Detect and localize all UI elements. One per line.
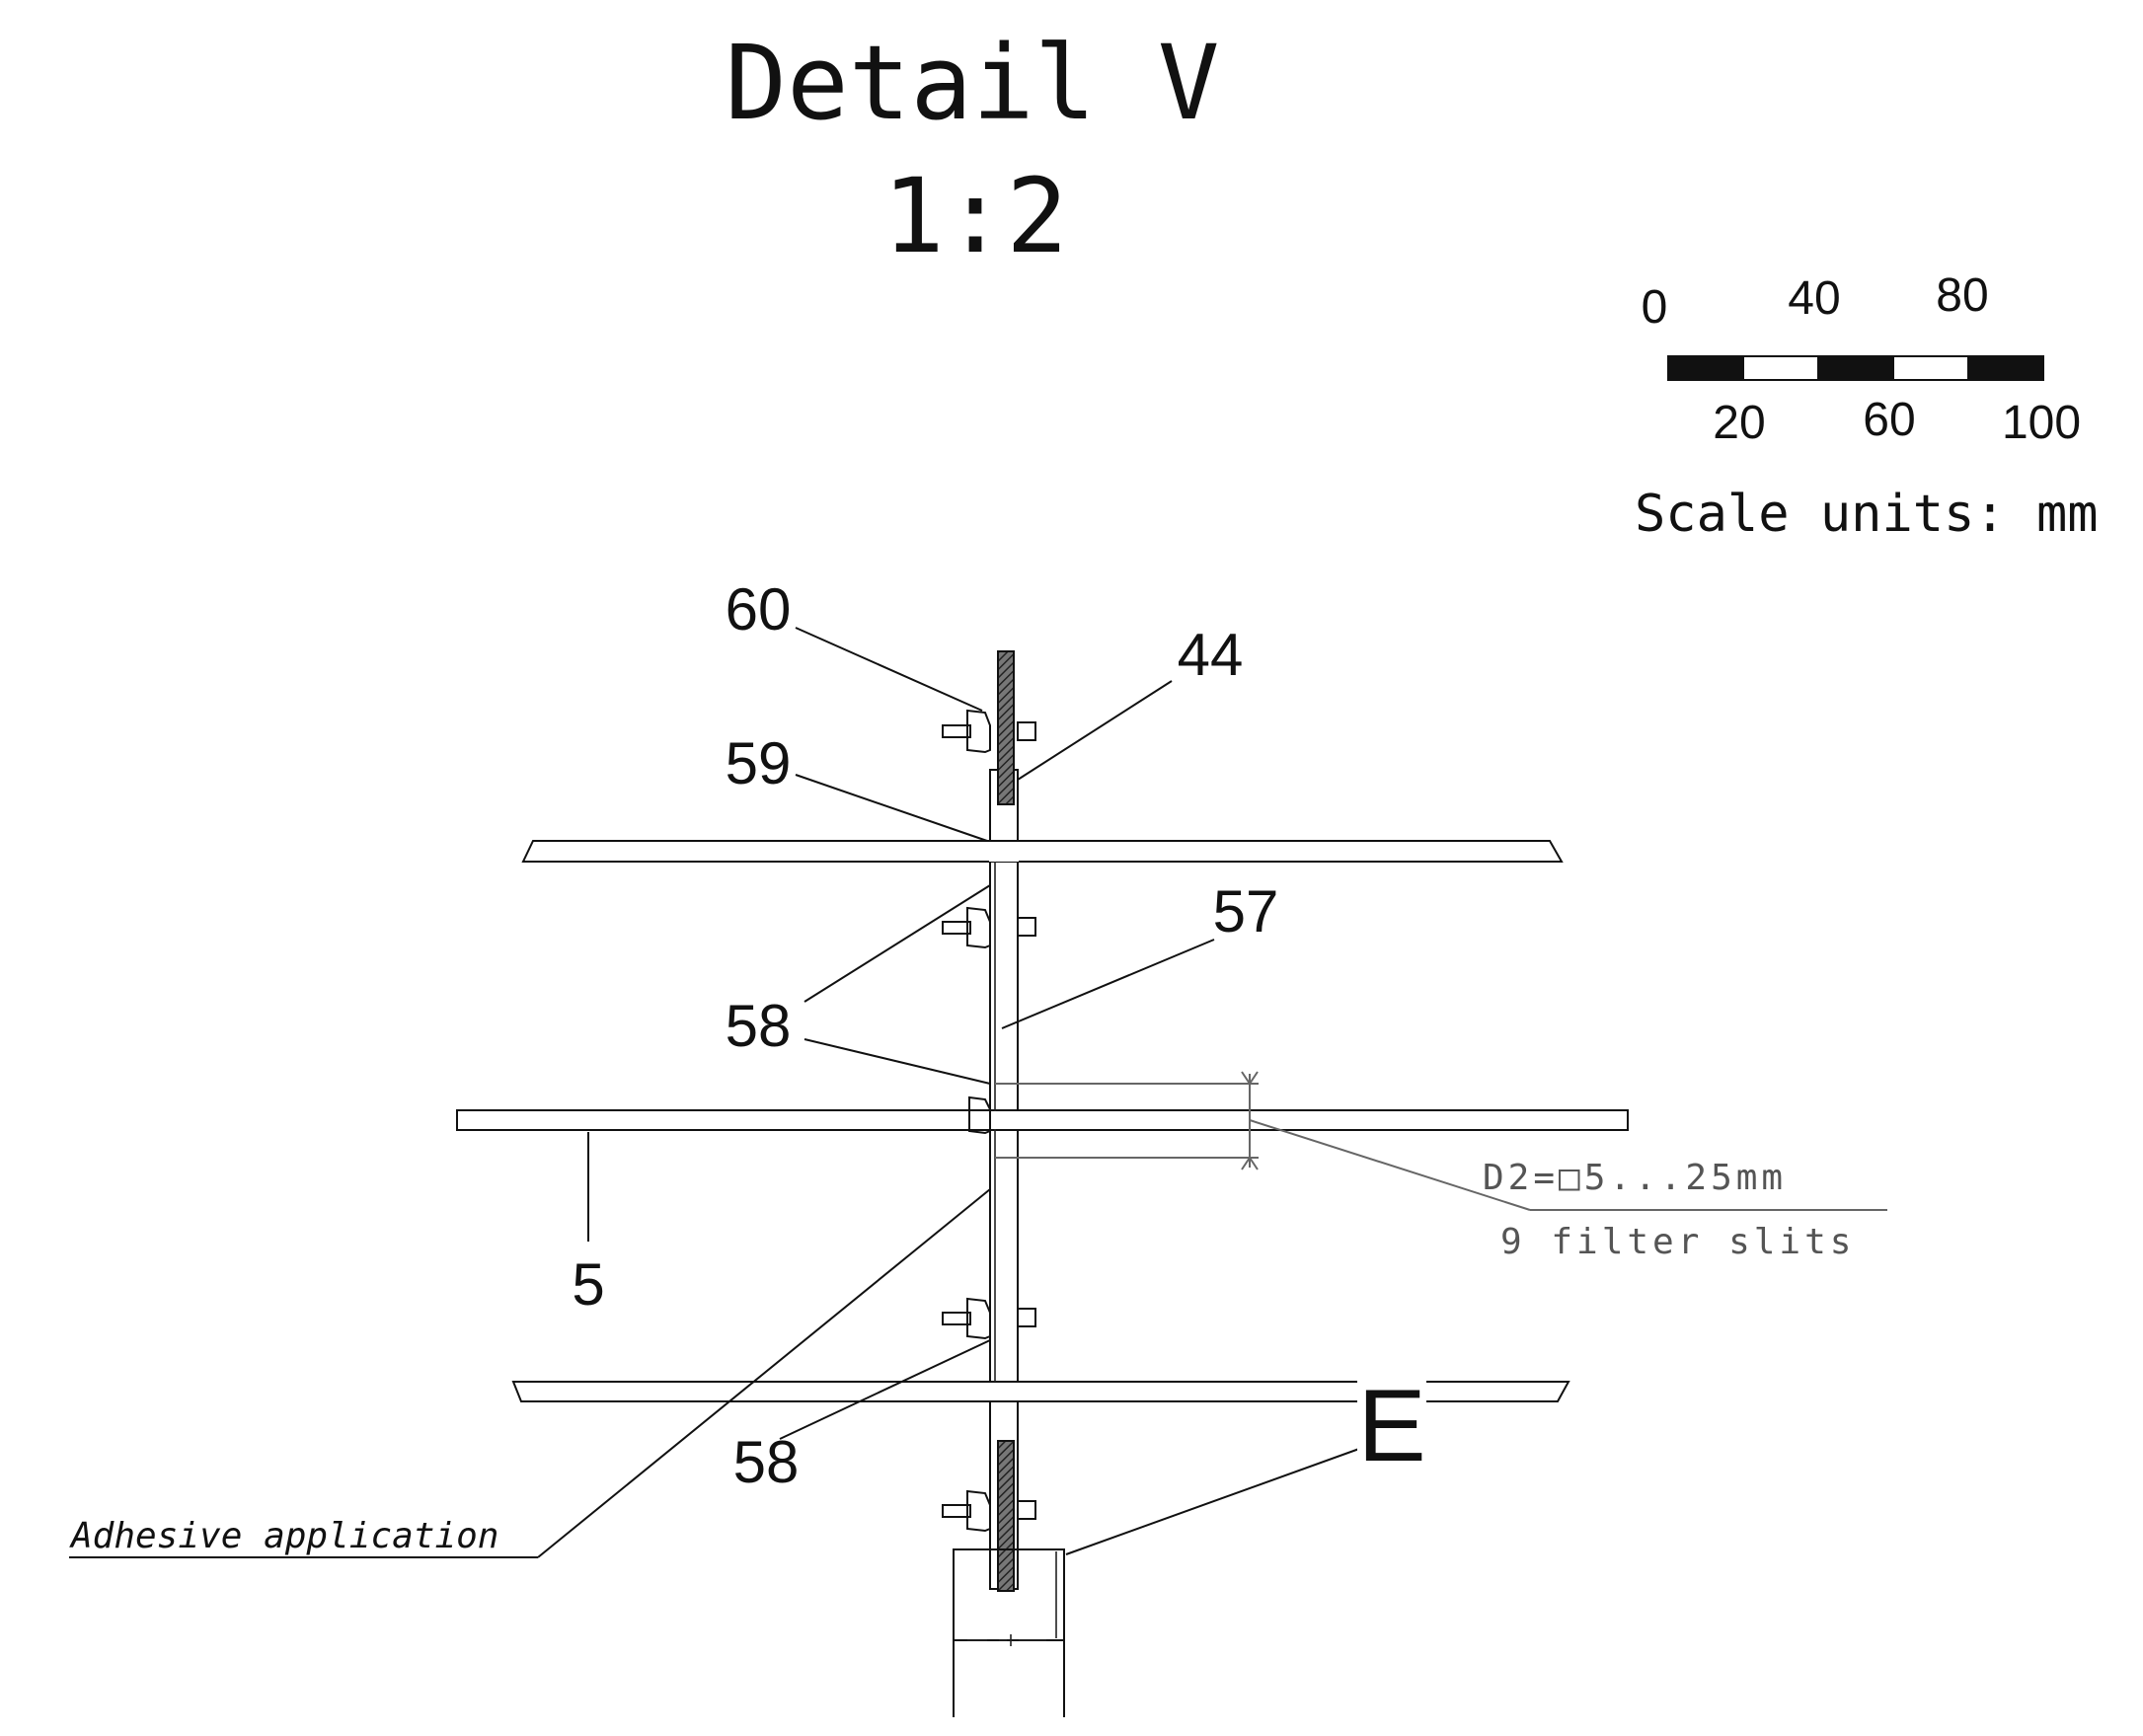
detail-scale-ratio: 1:2 [882, 156, 1068, 276]
threaded-rod-top [997, 650, 1015, 805]
scale-units-label: Scale units: mm [1635, 485, 2099, 544]
detail-title: Detail V [726, 23, 1220, 143]
callout-5: 5 [572, 1251, 604, 1318]
scale-tick-label: 0 [1642, 281, 1668, 334]
callout-60: 60 [726, 576, 792, 642]
callout-57: 57 [1213, 878, 1279, 944]
callout-58-upper: 58 [726, 993, 792, 1059]
filter-plates [456, 840, 1629, 1402]
adhesive-application-label: Adhesive application [69, 1516, 498, 1556]
clamp [942, 906, 1036, 949]
threaded-rod-bottom [997, 1440, 1015, 1592]
filter-plate-middle [456, 1109, 1629, 1131]
clamp [968, 1095, 991, 1135]
scale-tick-label: 40 [1788, 272, 1840, 325]
rod-assembly [942, 650, 1065, 1717]
filter-plate-lower [511, 1381, 1570, 1402]
scale-tick-label: 80 [1936, 269, 1988, 322]
callout-59: 59 [726, 730, 792, 796]
callout-E: E [1357, 1369, 1425, 1483]
callout-44: 44 [1178, 622, 1244, 688]
callout-58-lower: 58 [733, 1429, 800, 1495]
clamp [942, 1297, 1036, 1340]
scale-tick-label: 100 [2002, 397, 2081, 449]
clamp [942, 709, 1036, 754]
filter-plate-upper [521, 840, 1564, 863]
base-pipe [953, 1548, 1065, 1717]
scale-bar: 0 40 80 20 60 100 Scale units: mm [1635, 269, 2099, 544]
scale-tick-label: 60 [1863, 394, 1915, 446]
clamp [942, 1489, 1036, 1533]
scale-tick-label: 20 [1713, 397, 1765, 449]
scale-bar-segments [1667, 355, 2044, 381]
filter-slits-label: 9 filter slits [1500, 1222, 1855, 1262]
slit-dimension: D2=□5...25mm 9 filter slits [995, 1071, 1887, 1262]
leader-lines [69, 627, 1371, 1558]
slit-dimension-label: D2=□5...25mm [1483, 1158, 1787, 1198]
